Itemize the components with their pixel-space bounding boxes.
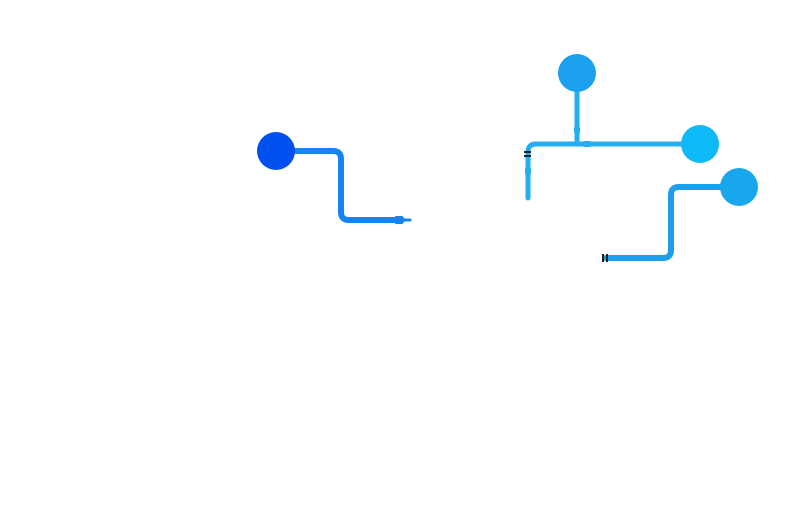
connector-right xyxy=(524,54,719,201)
pipe-top-joint xyxy=(574,127,580,133)
pipe-lower-right-joint-horizontal xyxy=(626,255,634,261)
connector-left xyxy=(257,132,412,224)
node-right xyxy=(681,125,719,163)
pipe-lower-right-joint-vertical xyxy=(668,214,674,220)
pipe-end-marker-lower xyxy=(602,254,608,262)
pipe-lower-right xyxy=(603,184,742,261)
pipe-left-end-cap xyxy=(395,216,403,224)
connector-lower-right xyxy=(602,168,758,262)
node-top xyxy=(558,54,596,92)
node-lower-right xyxy=(720,168,758,206)
pipe-vertical-joint xyxy=(525,168,531,174)
pipe-left xyxy=(273,148,405,223)
node-left xyxy=(257,132,295,170)
pipe-horizontal-joint xyxy=(583,141,591,147)
pipe-end-marker-upper xyxy=(524,151,531,157)
